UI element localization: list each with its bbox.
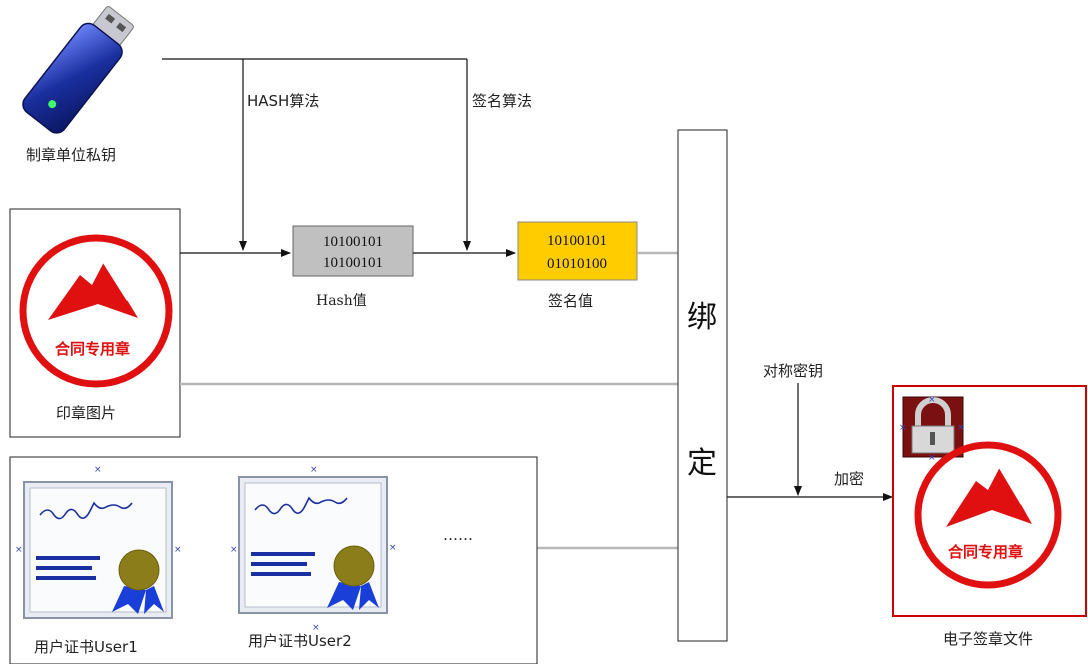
svg-text:×: ×: [94, 465, 102, 475]
svg-text:×: ×: [389, 543, 397, 553]
svg-text:×: ×: [230, 545, 238, 555]
svg-text:×: ×: [928, 453, 936, 463]
sign-algo-label: 签名算法: [472, 92, 532, 110]
cert-user1-label: 用户证书User1: [34, 638, 138, 656]
sym-key-label: 对称密钥: [763, 362, 823, 380]
svg-text:×: ×: [15, 545, 23, 555]
seal-image-box: [10, 209, 180, 437]
svg-text:×: ×: [899, 423, 907, 433]
sign-bits-line-2: 01010100: [547, 256, 607, 272]
hash-algo-label: HASH算法: [247, 92, 319, 110]
certificate-icon: × × ×: [15, 465, 182, 618]
private-key-label: 制章单位私钥: [26, 146, 116, 164]
usb-key-icon: [19, 1, 141, 137]
svg-text:×: ×: [957, 423, 965, 433]
sign-bits-line-1: 10100101: [547, 233, 607, 249]
hash-bits-line-1: 10100101: [323, 234, 383, 250]
hash-bits-line-2: 10100101: [323, 255, 383, 271]
sign-value-label: 签名值: [548, 292, 593, 310]
encrypt-label: 加密: [834, 470, 864, 488]
bind-char-1: 绑: [687, 300, 717, 335]
svg-text:×: ×: [310, 465, 318, 475]
bind-bar: [678, 130, 727, 641]
ellipsis: ……: [443, 526, 473, 544]
hash-value-label: Hash值: [316, 293, 367, 309]
bind-char-2: 定: [687, 446, 717, 481]
seal-text: 合同专用章: [54, 340, 130, 358]
svg-text:×: ×: [174, 545, 182, 555]
certificate-icon: × × × ×: [230, 465, 397, 633]
output-file-label: 电子签章文件: [943, 630, 1033, 648]
cert-user2-label: 用户证书User2: [248, 632, 352, 650]
seal-image-label: 印章图片: [56, 404, 116, 422]
svg-text:×: ×: [928, 395, 936, 405]
output-seal-text: 合同专用章: [947, 543, 1023, 561]
